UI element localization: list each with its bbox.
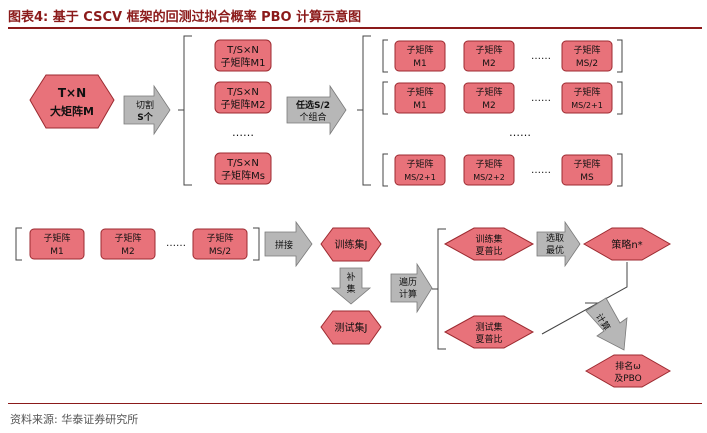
title-rule — [8, 27, 702, 29]
svg-text:子矩阵: 子矩阵 — [406, 86, 433, 98]
svg-text:策略n*: 策略n* — [611, 238, 642, 251]
svg-text:T/S×N: T/S×N — [226, 158, 259, 169]
svg-text:子矩阵: 子矩阵 — [114, 232, 141, 244]
svg-text:子矩阵Ms: 子矩阵Ms — [221, 169, 265, 182]
sub-matrix-s: T/S×N 子矩阵Ms — [214, 152, 272, 185]
traverse-arrow: 遍历 计算 — [390, 262, 433, 314]
source-note: 资料来源: 华泰证券研究所 — [10, 413, 139, 426]
svg-text:子矩阵: 子矩阵 — [43, 232, 70, 244]
svg-text:排名ω: 排名ω — [615, 360, 641, 372]
svg-text:M1: M1 — [413, 59, 427, 69]
svg-text:子矩阵: 子矩阵 — [573, 86, 600, 98]
svg-text:遍历: 遍历 — [399, 276, 417, 288]
svg-text:子矩阵: 子矩阵 — [573, 158, 600, 170]
svg-text:MS: MS — [580, 173, 594, 183]
svg-text:训练集J: 训练集J — [335, 238, 368, 251]
sub-ellipsis: …… — [232, 126, 254, 139]
figure-title: 图表4: 基于 CSCV 框架的回测过拟合概率 PBO 计算示意图 — [8, 10, 362, 25]
svg-text:子矩阵: 子矩阵 — [406, 158, 433, 170]
test-sharpe-node: 测试集 夏普比 — [443, 315, 535, 349]
svg-text:MS/2: MS/2 — [576, 59, 598, 69]
svg-text:及PBO: 及PBO — [614, 373, 642, 384]
complement-arrow: 补 集 — [330, 267, 372, 305]
choose-arrow: 任选S/2 个组合 — [286, 84, 347, 136]
svg-text:计算: 计算 — [399, 288, 417, 300]
combination-row-2: 子矩阵 M1 子矩阵 M2 …… 子矩阵 MS/2+1 — [382, 81, 623, 115]
svg-text:测试集J: 测试集J — [335, 321, 368, 334]
svg-text:夏普比: 夏普比 — [475, 245, 502, 257]
train-sharpe-node: 训练集 夏普比 — [443, 227, 535, 261]
svg-text:……: …… — [531, 165, 551, 176]
svg-text:子矩阵: 子矩阵 — [475, 86, 502, 98]
sub-matrices-bracket — [178, 35, 192, 186]
split-arrow-line1: 切割 — [136, 99, 154, 111]
svg-text:个组合: 个组合 — [299, 111, 326, 123]
svg-text:训练集: 训练集 — [475, 233, 502, 245]
big-matrix-node: T×N 大矩阵M — [29, 74, 115, 129]
svg-text:子矩阵: 子矩阵 — [406, 44, 433, 56]
svg-text:子矩阵: 子矩阵 — [475, 158, 502, 170]
svg-text:子矩阵M2: 子矩阵M2 — [221, 98, 266, 111]
svg-text:M2: M2 — [121, 247, 135, 257]
svg-text:集: 集 — [346, 283, 355, 295]
svg-text:……: …… — [166, 238, 186, 249]
strategy-node: 策略n* — [582, 227, 672, 261]
svg-text:子矩阵: 子矩阵 — [206, 232, 233, 244]
svg-text:M1: M1 — [413, 101, 427, 111]
select-best-arrow: 选取 最优 — [536, 220, 581, 268]
combination-row-1: 子矩阵 M1 子矩阵 M2 …… 子矩阵 MS/2 — [382, 39, 623, 73]
combination-row-3: 子矩阵 MS/2+1 子矩阵 MS/2+2 …… 子矩阵 MS — [382, 153, 623, 187]
svg-text:任选S/2: 任选S/2 — [295, 99, 330, 111]
svg-text:T/S×N: T/S×N — [226, 45, 259, 56]
svg-text:M2: M2 — [482, 59, 496, 69]
svg-text:MS/2: MS/2 — [209, 247, 231, 257]
sub-matrix-1: T/S×N 子矩阵M1 — [214, 39, 272, 72]
svg-text:选取: 选取 — [546, 232, 564, 244]
svg-text:M1: M1 — [50, 247, 64, 257]
grid-ellipsis: …… — [509, 126, 531, 139]
concat-arrow: 拼接 — [264, 220, 313, 268]
rank-pbo-node: 排名ω 及PBO — [584, 354, 672, 388]
split-arrow-line2: S个 — [137, 111, 153, 123]
svg-text:MS/2+1: MS/2+1 — [404, 173, 436, 182]
svg-text:子矩阵M1: 子矩阵M1 — [221, 56, 266, 69]
svg-text:……: …… — [531, 51, 551, 62]
svg-text:MS/2+1: MS/2+1 — [571, 101, 603, 110]
svg-text:补: 补 — [346, 271, 355, 283]
svg-text:拼接: 拼接 — [275, 239, 293, 251]
svg-text:最优: 最优 — [546, 244, 564, 256]
big-matrix-line1: T×N — [58, 86, 86, 100]
svg-text:……: …… — [531, 93, 551, 104]
train-set-node: 训练集J — [320, 227, 382, 262]
selected-combination-row: 子矩阵 M1 子矩阵 M2 …… 子矩阵 MS/2 — [15, 227, 260, 261]
svg-text:T/S×N: T/S×N — [226, 87, 259, 98]
sharpe-bracket — [432, 228, 446, 350]
combinations-bracket — [357, 35, 371, 186]
source-rule — [8, 403, 702, 404]
big-matrix-line2: 大矩阵M — [50, 104, 94, 118]
svg-text:夏普比: 夏普比 — [475, 333, 502, 345]
svg-text:M2: M2 — [482, 101, 496, 111]
svg-text:MS/2+2: MS/2+2 — [473, 173, 505, 182]
svg-text:子矩阵: 子矩阵 — [573, 44, 600, 56]
test-set-node: 测试集J — [320, 310, 382, 345]
svg-text:测试集: 测试集 — [475, 321, 502, 333]
svg-text:子矩阵: 子矩阵 — [475, 44, 502, 56]
split-arrow: 切割 S个 — [123, 84, 171, 136]
sub-matrix-2: T/S×N 子矩阵M2 — [214, 81, 272, 114]
